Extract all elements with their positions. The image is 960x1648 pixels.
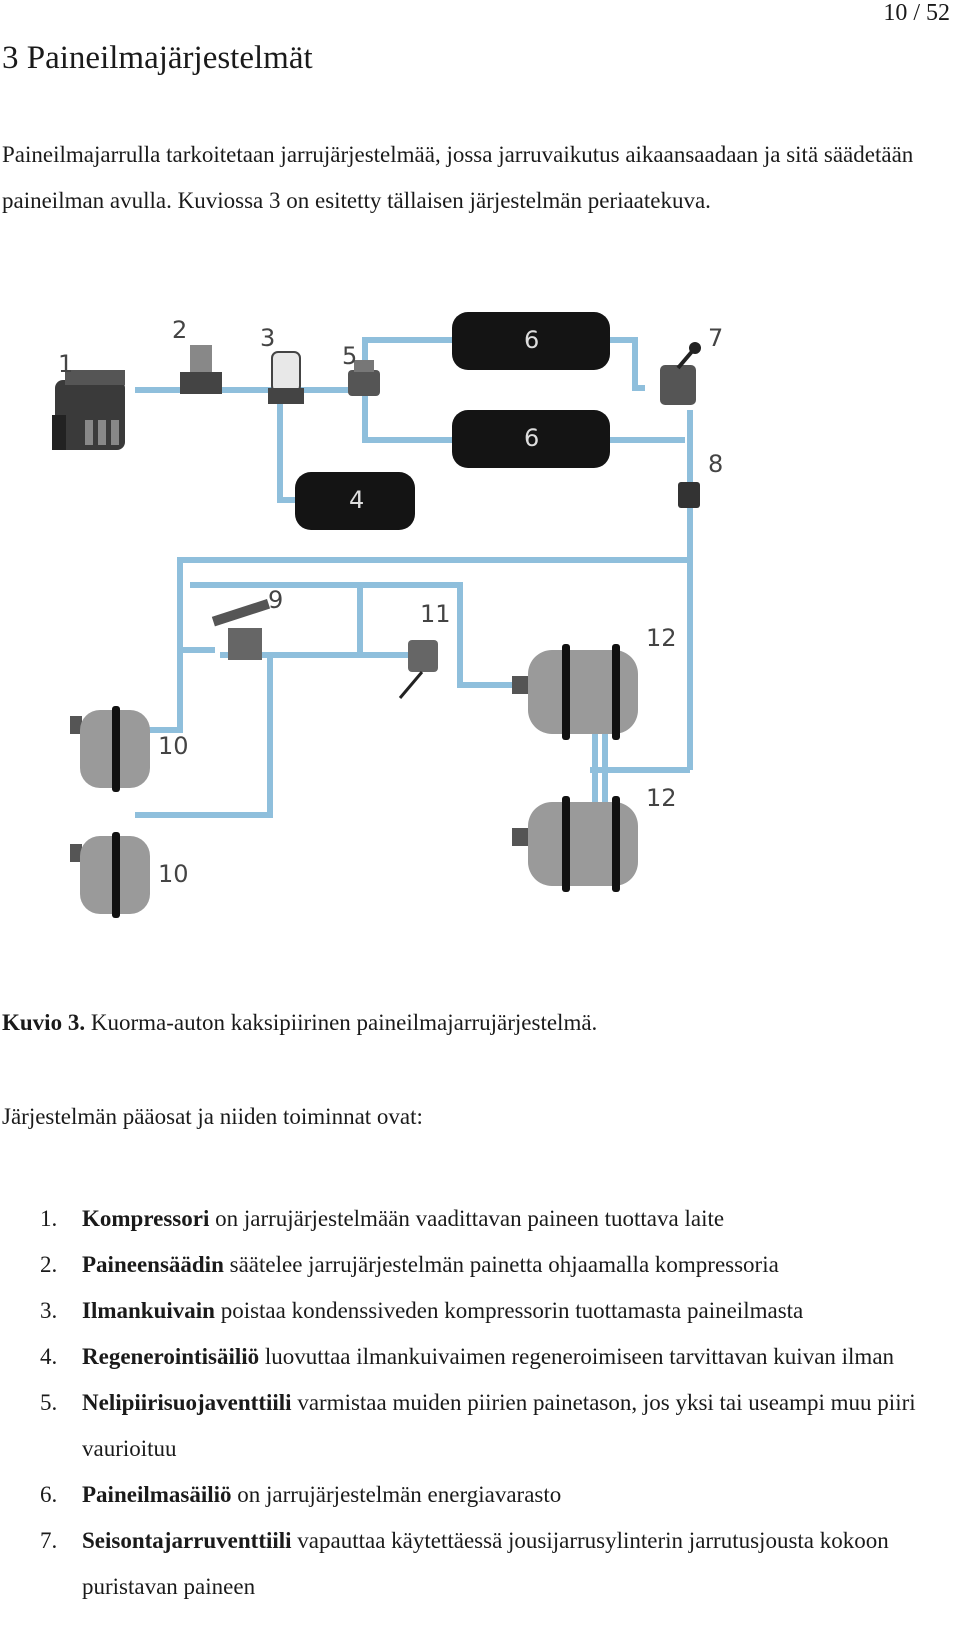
item-term: Paineensäädin [82,1252,224,1277]
air-dryer [268,351,304,404]
label-9: 9 [268,586,283,614]
caption-prefix: Kuvio 3. [2,1010,86,1035]
label-4: 4 [349,486,364,514]
parts-list: 1. Kompressori on jarrujärjestelmään vaad… [40,1196,955,1610]
brake-chamber-upper [70,706,150,792]
brake-system-diagram: 1 2 3 5 6 6 4 7 8 9 11 [52,312,723,918]
valve-8 [678,482,700,508]
item-description: vapauttaa käytettäessä jousijarrusylinte… [82,1528,889,1599]
item-number: 4. [40,1344,58,1369]
item-description: on jarrujärjestelmään vaadittavan painee… [209,1206,725,1231]
item-description: varmistaa muiden piirien painetason, jos… [82,1390,916,1461]
list-intro: Järjestelmän pääosat ja niiden toiminnat… [2,1104,423,1129]
list-item: 3. Ilmankuivain poistaa kondenssiveden ko… [40,1288,955,1334]
four-circuit-valve [348,360,380,396]
label-8: 8 [708,450,723,478]
item-description: poistaa kondenssiveden kompressorin tuot… [214,1298,804,1323]
page-number: 10 / 52 [883,0,950,26]
chapter-title: 3 Paineilmajärjestelmät [2,40,313,76]
air-tank-lower [452,410,610,468]
label-3: 3 [260,324,275,352]
label-2: 2 [172,316,187,344]
item-description: on jarrujärjestelmän energiavarasto [231,1482,562,1507]
list-item: 6. Paineilmasäiliö on jarrujärjestelmän e… [40,1472,955,1518]
list-item: 7. Seisontajarruventtiili vapauttaa käyte… [40,1518,955,1610]
item-number: 3. [40,1298,58,1323]
label-12-upper: 12 [646,624,677,652]
brake-pedal-valve [211,598,271,660]
valve-11 [398,640,438,699]
air-tank-upper [452,312,610,370]
item-number: 5. [40,1390,58,1415]
pressure-regulator [180,345,222,394]
item-description: luovuttaa ilmankuivaimen regeneroimiseen… [259,1344,895,1369]
label-11: 11 [420,600,451,628]
item-number: 7. [40,1528,58,1553]
parking-brake-valve [660,342,701,405]
item-number: 6. [40,1482,58,1507]
intro-paragraph: Paineilmajarrulla tarkoitetaan jarrujärj… [2,142,914,213]
list-item: 5. Nelipiirisuojaventtiili varmistaa muid… [40,1380,955,1472]
label-1: 1 [58,350,73,378]
item-number: 2. [40,1252,58,1277]
label-10-upper: 10 [158,732,189,760]
item-term: Nelipiirisuojaventtiili [82,1390,292,1415]
item-term: Seisontajarruventtiili [82,1528,292,1553]
air-pipes [135,337,693,818]
spring-brake-cylinder-lower [512,796,638,892]
label-12-lower: 12 [646,784,677,812]
item-term: Regenerointisäiliö [82,1344,260,1369]
item-term: Paineilmasäiliö [82,1482,232,1507]
label-5: 5 [342,342,357,370]
label-6-lower: 6 [524,424,539,452]
caption-text: Kuorma-auton kaksipiirinen paineilmajarr… [85,1010,598,1035]
spring-brake-cylinder-upper [512,644,638,740]
label-7: 7 [708,324,723,352]
brake-chamber-lower [70,832,150,918]
list-item: 2. Paineensäädin säätelee jarrujärjestelm… [40,1242,955,1288]
list-item: 1. Kompressori on jarrujärjestelmään vaad… [40,1196,955,1242]
label-10-lower: 10 [158,860,189,888]
compressor [52,370,125,450]
item-description: säätelee jarrujärjestelmän painetta ohja… [223,1252,779,1277]
list-item: 4. Regenerointisäiliö luovuttaa ilmankuiv… [40,1334,955,1380]
figure-caption: Kuvio 3. Kuorma-auton kaksipiirinen pain… [2,1010,597,1036]
regeneration-tank [295,472,415,530]
item-term: Ilmankuivain [82,1298,215,1323]
item-term: Kompressori [82,1206,210,1231]
item-number: 1. [40,1206,58,1231]
label-6-upper: 6 [524,326,539,354]
